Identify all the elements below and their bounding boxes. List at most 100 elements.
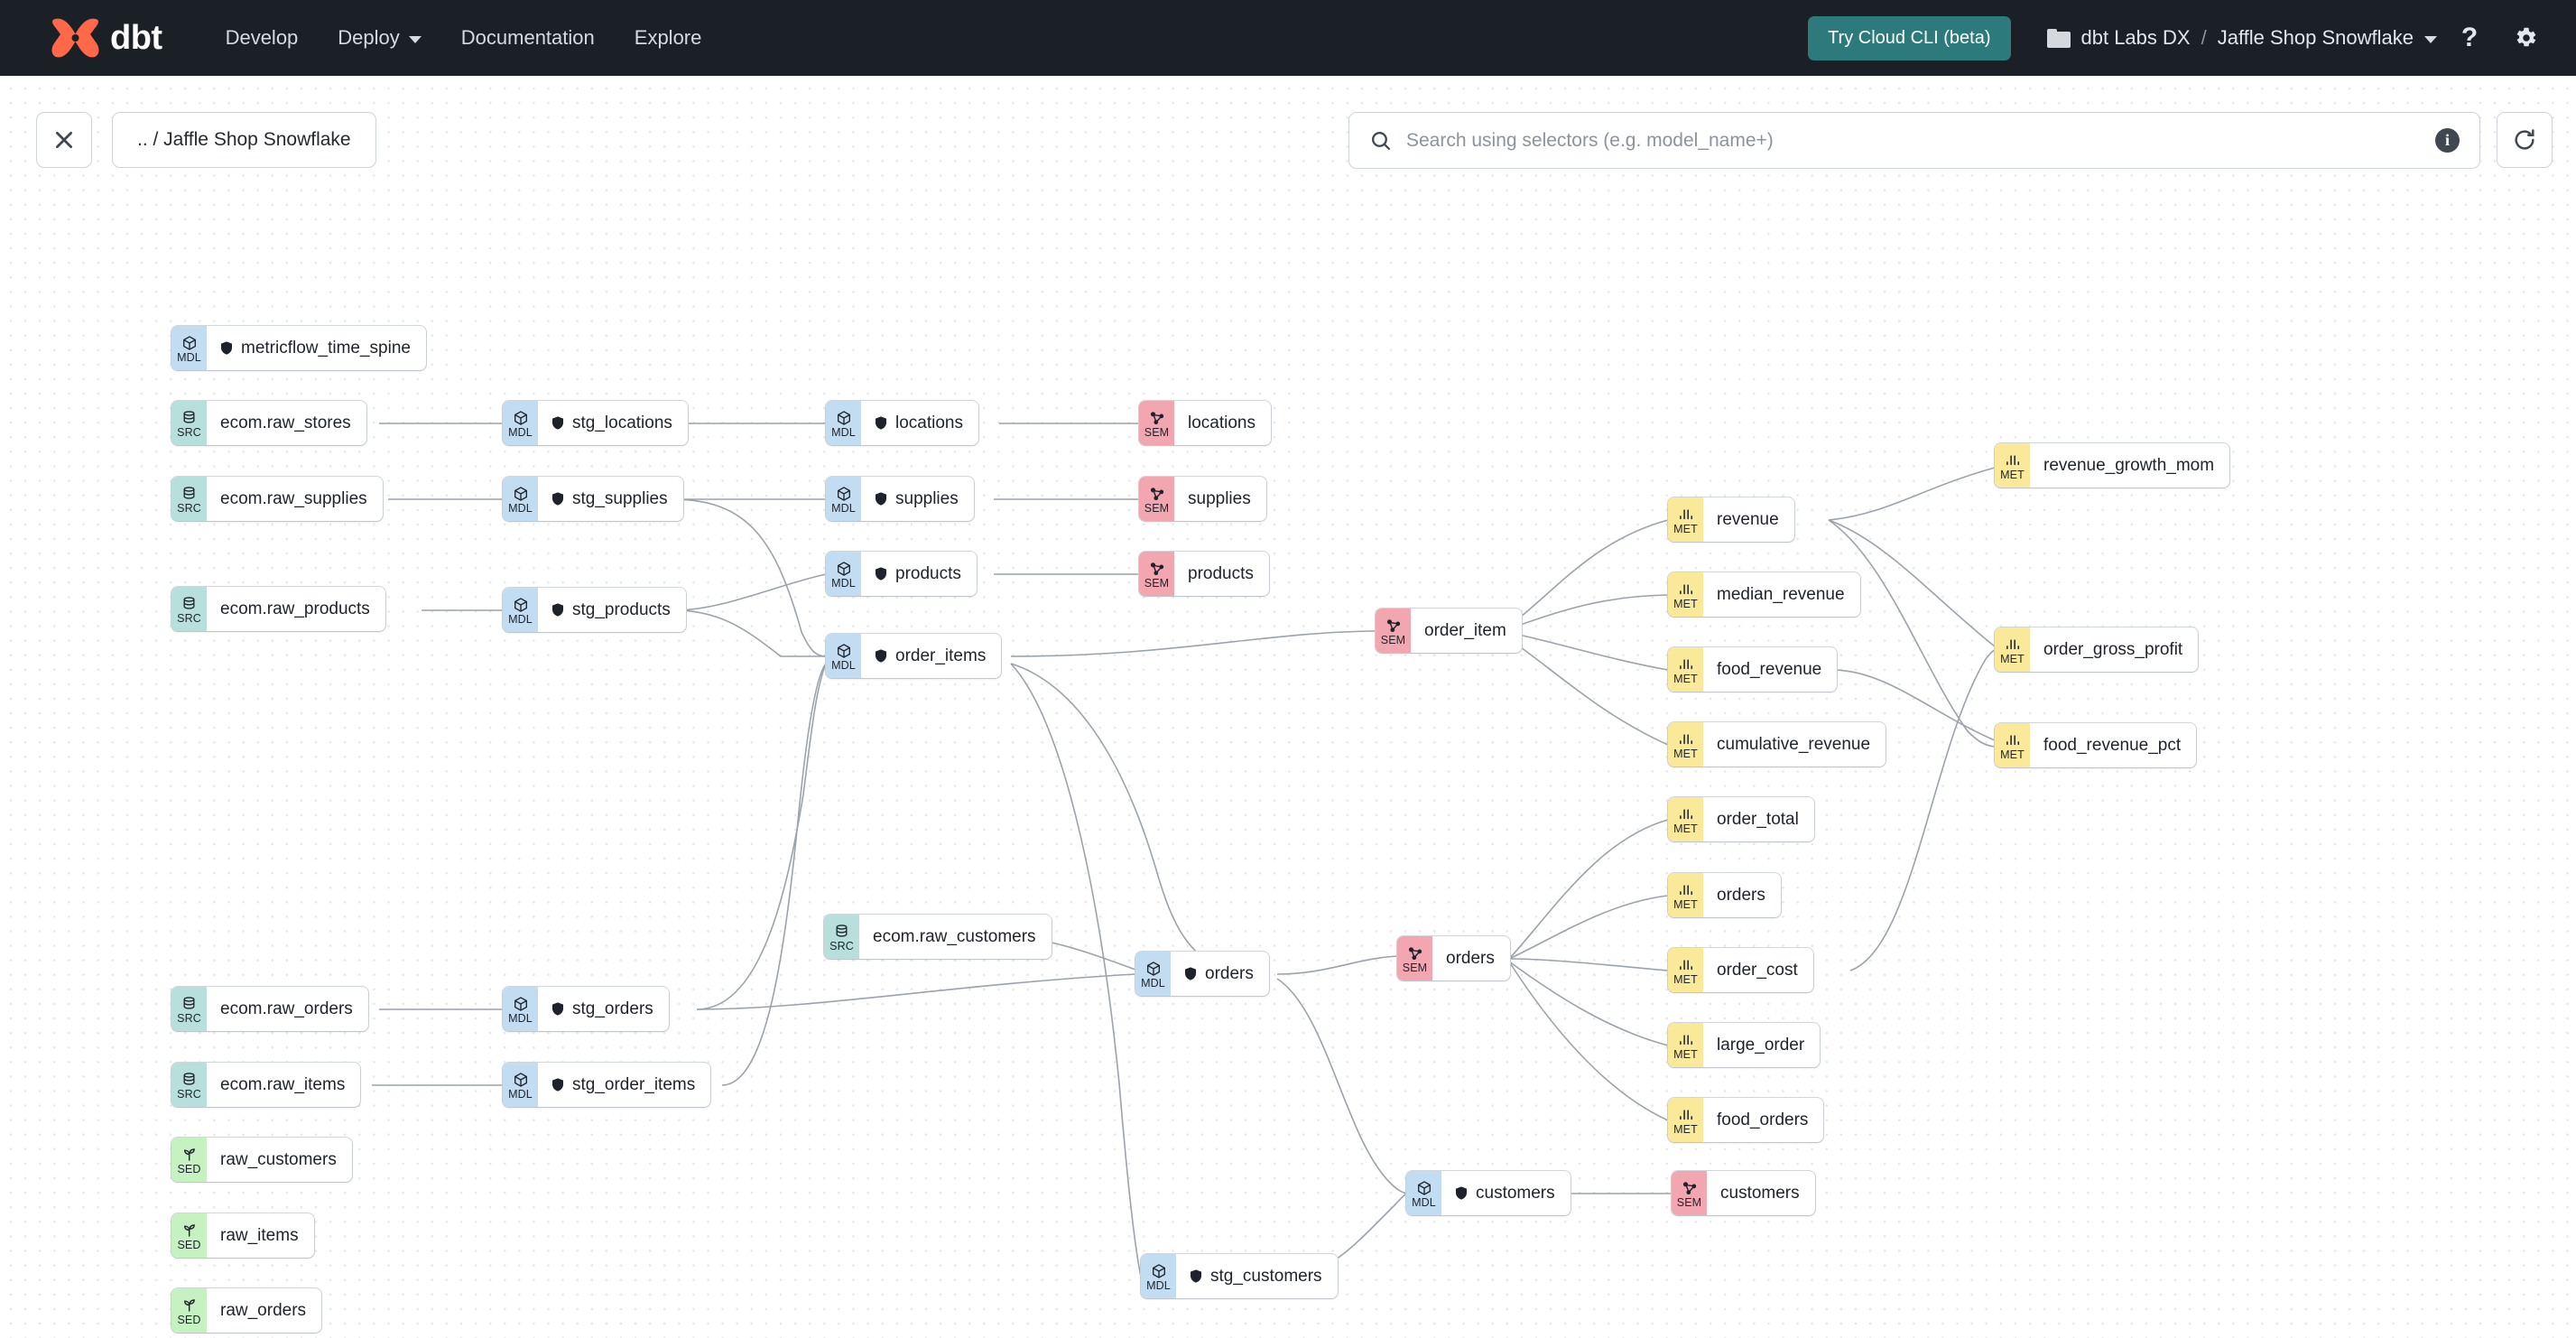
- lineage-edge: [1508, 961, 1669, 1046]
- lineage-node-sem_supplies[interactable]: SEM supplies: [1139, 477, 1266, 521]
- lineage-node-stg_supplies[interactable]: MDL stg_supplies: [503, 477, 683, 521]
- project-chevron-down-icon[interactable]: [2424, 35, 2437, 43]
- lineage-node-order_items[interactable]: MDL order_items: [826, 634, 1002, 678]
- close-button[interactable]: [36, 112, 92, 168]
- node-type-label: MDL: [508, 612, 533, 626]
- node-type-badge-mdl: MDL: [826, 634, 861, 678]
- lineage-node-met_cumulative_revenue[interactable]: MET cumulative_revenue: [1668, 722, 1886, 767]
- lineage-node-met_food_revenue_pct[interactable]: MET food_revenue_pct: [1995, 723, 2197, 767]
- lineage-node-ecom_raw_orders[interactable]: SRC ecom.raw_orders: [171, 987, 368, 1031]
- info-icon[interactable]: i: [2435, 128, 2460, 153]
- lineage-node-met_food_orders[interactable]: MET food_orders: [1668, 1098, 1824, 1142]
- node-type-badge-sed: SED: [171, 1288, 207, 1333]
- node-type-label: SRC: [177, 1087, 201, 1101]
- node-label: food_orders: [1717, 1110, 1809, 1129]
- lineage-node-raw_items[interactable]: SED raw_items: [171, 1213, 314, 1258]
- nav-right-group: Try Cloud CLI (beta) dbt Labs DX / Jaffl…: [1808, 14, 2549, 61]
- nav-link-explore[interactable]: Explore: [615, 0, 722, 76]
- node-body: order_gross_profit: [2030, 627, 2198, 672]
- node-type-label: MET: [1673, 897, 1698, 911]
- lineage-node-locations[interactable]: MDL locations: [826, 401, 978, 445]
- nav-link-documentation[interactable]: Documentation: [441, 0, 615, 76]
- dbt-logo[interactable]: dbt: [51, 15, 162, 60]
- node-type-badge-met: MET: [1668, 722, 1703, 767]
- lineage-node-metricflow_time_spine[interactable]: MDL metricflow_time_spine: [171, 326, 426, 370]
- project-name[interactable]: Jaffle Shop Snowflake: [2217, 26, 2414, 49]
- node-type-badge-mdl: MDL: [826, 477, 861, 521]
- nav-link-explore-label: Explore: [634, 26, 702, 49]
- lineage-breadcrumb[interactable]: .. / Jaffle Shop Snowflake: [112, 112, 376, 168]
- lineage-node-ecom_raw_stores[interactable]: SRC ecom.raw_stores: [171, 401, 366, 445]
- lineage-node-supplies[interactable]: MDL supplies: [826, 477, 974, 521]
- mdl-type-icon: [1145, 960, 1162, 978]
- lineage-node-met_revenue[interactable]: MET revenue: [1668, 497, 1794, 542]
- lineage-edge: [1508, 961, 1669, 1121]
- account-name[interactable]: dbt Labs DX: [2080, 26, 2191, 49]
- lineage-node-sem_products[interactable]: SEM products: [1139, 552, 1269, 596]
- bar-chart-icon: [1679, 884, 1692, 895]
- node-type-badge-met: MET: [1668, 797, 1703, 841]
- lineage-node-met_order_total[interactable]: MET order_total: [1668, 797, 1814, 841]
- lineage-node-stg_customers[interactable]: MDL stg_customers: [1141, 1254, 1338, 1298]
- lineage-node-sem_orders[interactable]: SEM orders: [1397, 936, 1510, 980]
- shield-check-icon: [875, 416, 887, 430]
- sed-type-icon: [181, 1222, 198, 1240]
- lineage-node-met_order_cost[interactable]: MET order_cost: [1668, 948, 1813, 992]
- lineage-node-raw_orders[interactable]: SED raw_orders: [171, 1288, 322, 1333]
- settings-button[interactable]: [2502, 14, 2549, 61]
- node-body: stg_locations: [538, 401, 688, 445]
- graph-nodes-icon: [1150, 487, 1163, 500]
- node-body: revenue_growth_mom: [2030, 443, 2229, 488]
- lineage-node-sem_order_item[interactable]: SEM order_item: [1376, 609, 1522, 653]
- node-type-badge-mdl: MDL: [826, 401, 861, 445]
- lineage-node-raw_customers[interactable]: SED raw_customers: [171, 1138, 352, 1182]
- lineage-node-orders[interactable]: MDL orders: [1135, 952, 1269, 996]
- lineage-node-stg_order_items[interactable]: MDL stg_order_items: [503, 1063, 711, 1107]
- refresh-button[interactable]: [2497, 112, 2553, 168]
- nav-link-deploy[interactable]: Deploy: [318, 0, 440, 76]
- lineage-node-ecom_raw_items[interactable]: SRC ecom.raw_items: [171, 1063, 361, 1107]
- node-body: stg_supplies: [538, 477, 683, 521]
- bar-chart-icon: [1679, 808, 1692, 819]
- lineage-node-stg_orders[interactable]: MDL stg_orders: [503, 987, 669, 1031]
- sem-type-icon: [1149, 560, 1165, 578]
- node-type-badge-sem: SEM: [1139, 401, 1174, 445]
- met-type-icon: [1678, 655, 1694, 674]
- node-type-badge-met: MET: [1668, 647, 1703, 692]
- try-cloud-cli-button[interactable]: Try Cloud CLI (beta): [1808, 15, 2011, 60]
- bar-chart-icon: [1679, 508, 1692, 519]
- lineage-node-sem_locations[interactable]: SEM locations: [1139, 401, 1271, 445]
- lineage-node-stg_locations[interactable]: MDL stg_locations: [503, 401, 688, 445]
- lineage-edge: [672, 498, 827, 657]
- lineage-node-ecom_raw_products[interactable]: SRC ecom.raw_products: [171, 587, 385, 631]
- cube-icon: [1417, 1180, 1431, 1195]
- search-bar[interactable]: i: [1348, 112, 2480, 169]
- node-body: products: [861, 552, 977, 596]
- sem-type-icon: [1149, 409, 1165, 427]
- node-type-label: MET: [2000, 748, 2025, 761]
- lineage-node-stg_products[interactable]: MDL stg_products: [503, 588, 686, 632]
- lineage-node-met_median_revenue[interactable]: MET median_revenue: [1668, 572, 1860, 617]
- lineage-node-met_food_revenue[interactable]: MET food_revenue: [1668, 647, 1838, 692]
- gear-icon: [2516, 27, 2536, 47]
- mdl-type-icon: [513, 409, 529, 427]
- search-input[interactable]: [1406, 129, 2435, 152]
- lineage-node-met_large_order[interactable]: MET large_order: [1668, 1023, 1821, 1067]
- nav-link-develop[interactable]: Develop: [206, 0, 319, 76]
- help-button[interactable]: ?: [2446, 14, 2493, 61]
- lineage-node-sem_customers[interactable]: SEM customers: [1672, 1171, 1815, 1215]
- graph-nodes-icon: [1682, 1181, 1696, 1194]
- lineage-graph-canvas[interactable]: MDL metricflow_time_spine SRC ecom.raw_s…: [0, 76, 2576, 1338]
- lineage-node-ecom_raw_customers[interactable]: SRC ecom.raw_customers: [824, 915, 1052, 959]
- lineage-node-met_order_gross_profit[interactable]: MET order_gross_profit: [1995, 627, 2199, 672]
- cube-icon: [182, 335, 196, 350]
- node-body: customers: [1441, 1171, 1571, 1215]
- lineage-node-met_revenue_growth_mom[interactable]: MET revenue_growth_mom: [1995, 443, 2230, 488]
- bar-chart-icon: [1679, 658, 1692, 669]
- node-label: order_cost: [1717, 960, 1798, 980]
- node-label: supplies: [895, 488, 959, 508]
- lineage-node-met_orders[interactable]: MET orders: [1668, 873, 1781, 917]
- lineage-node-ecom_raw_supplies[interactable]: SRC ecom.raw_supplies: [171, 477, 383, 521]
- lineage-node-products[interactable]: MDL products: [826, 552, 977, 596]
- lineage-node-customers[interactable]: MDL customers: [1406, 1171, 1571, 1215]
